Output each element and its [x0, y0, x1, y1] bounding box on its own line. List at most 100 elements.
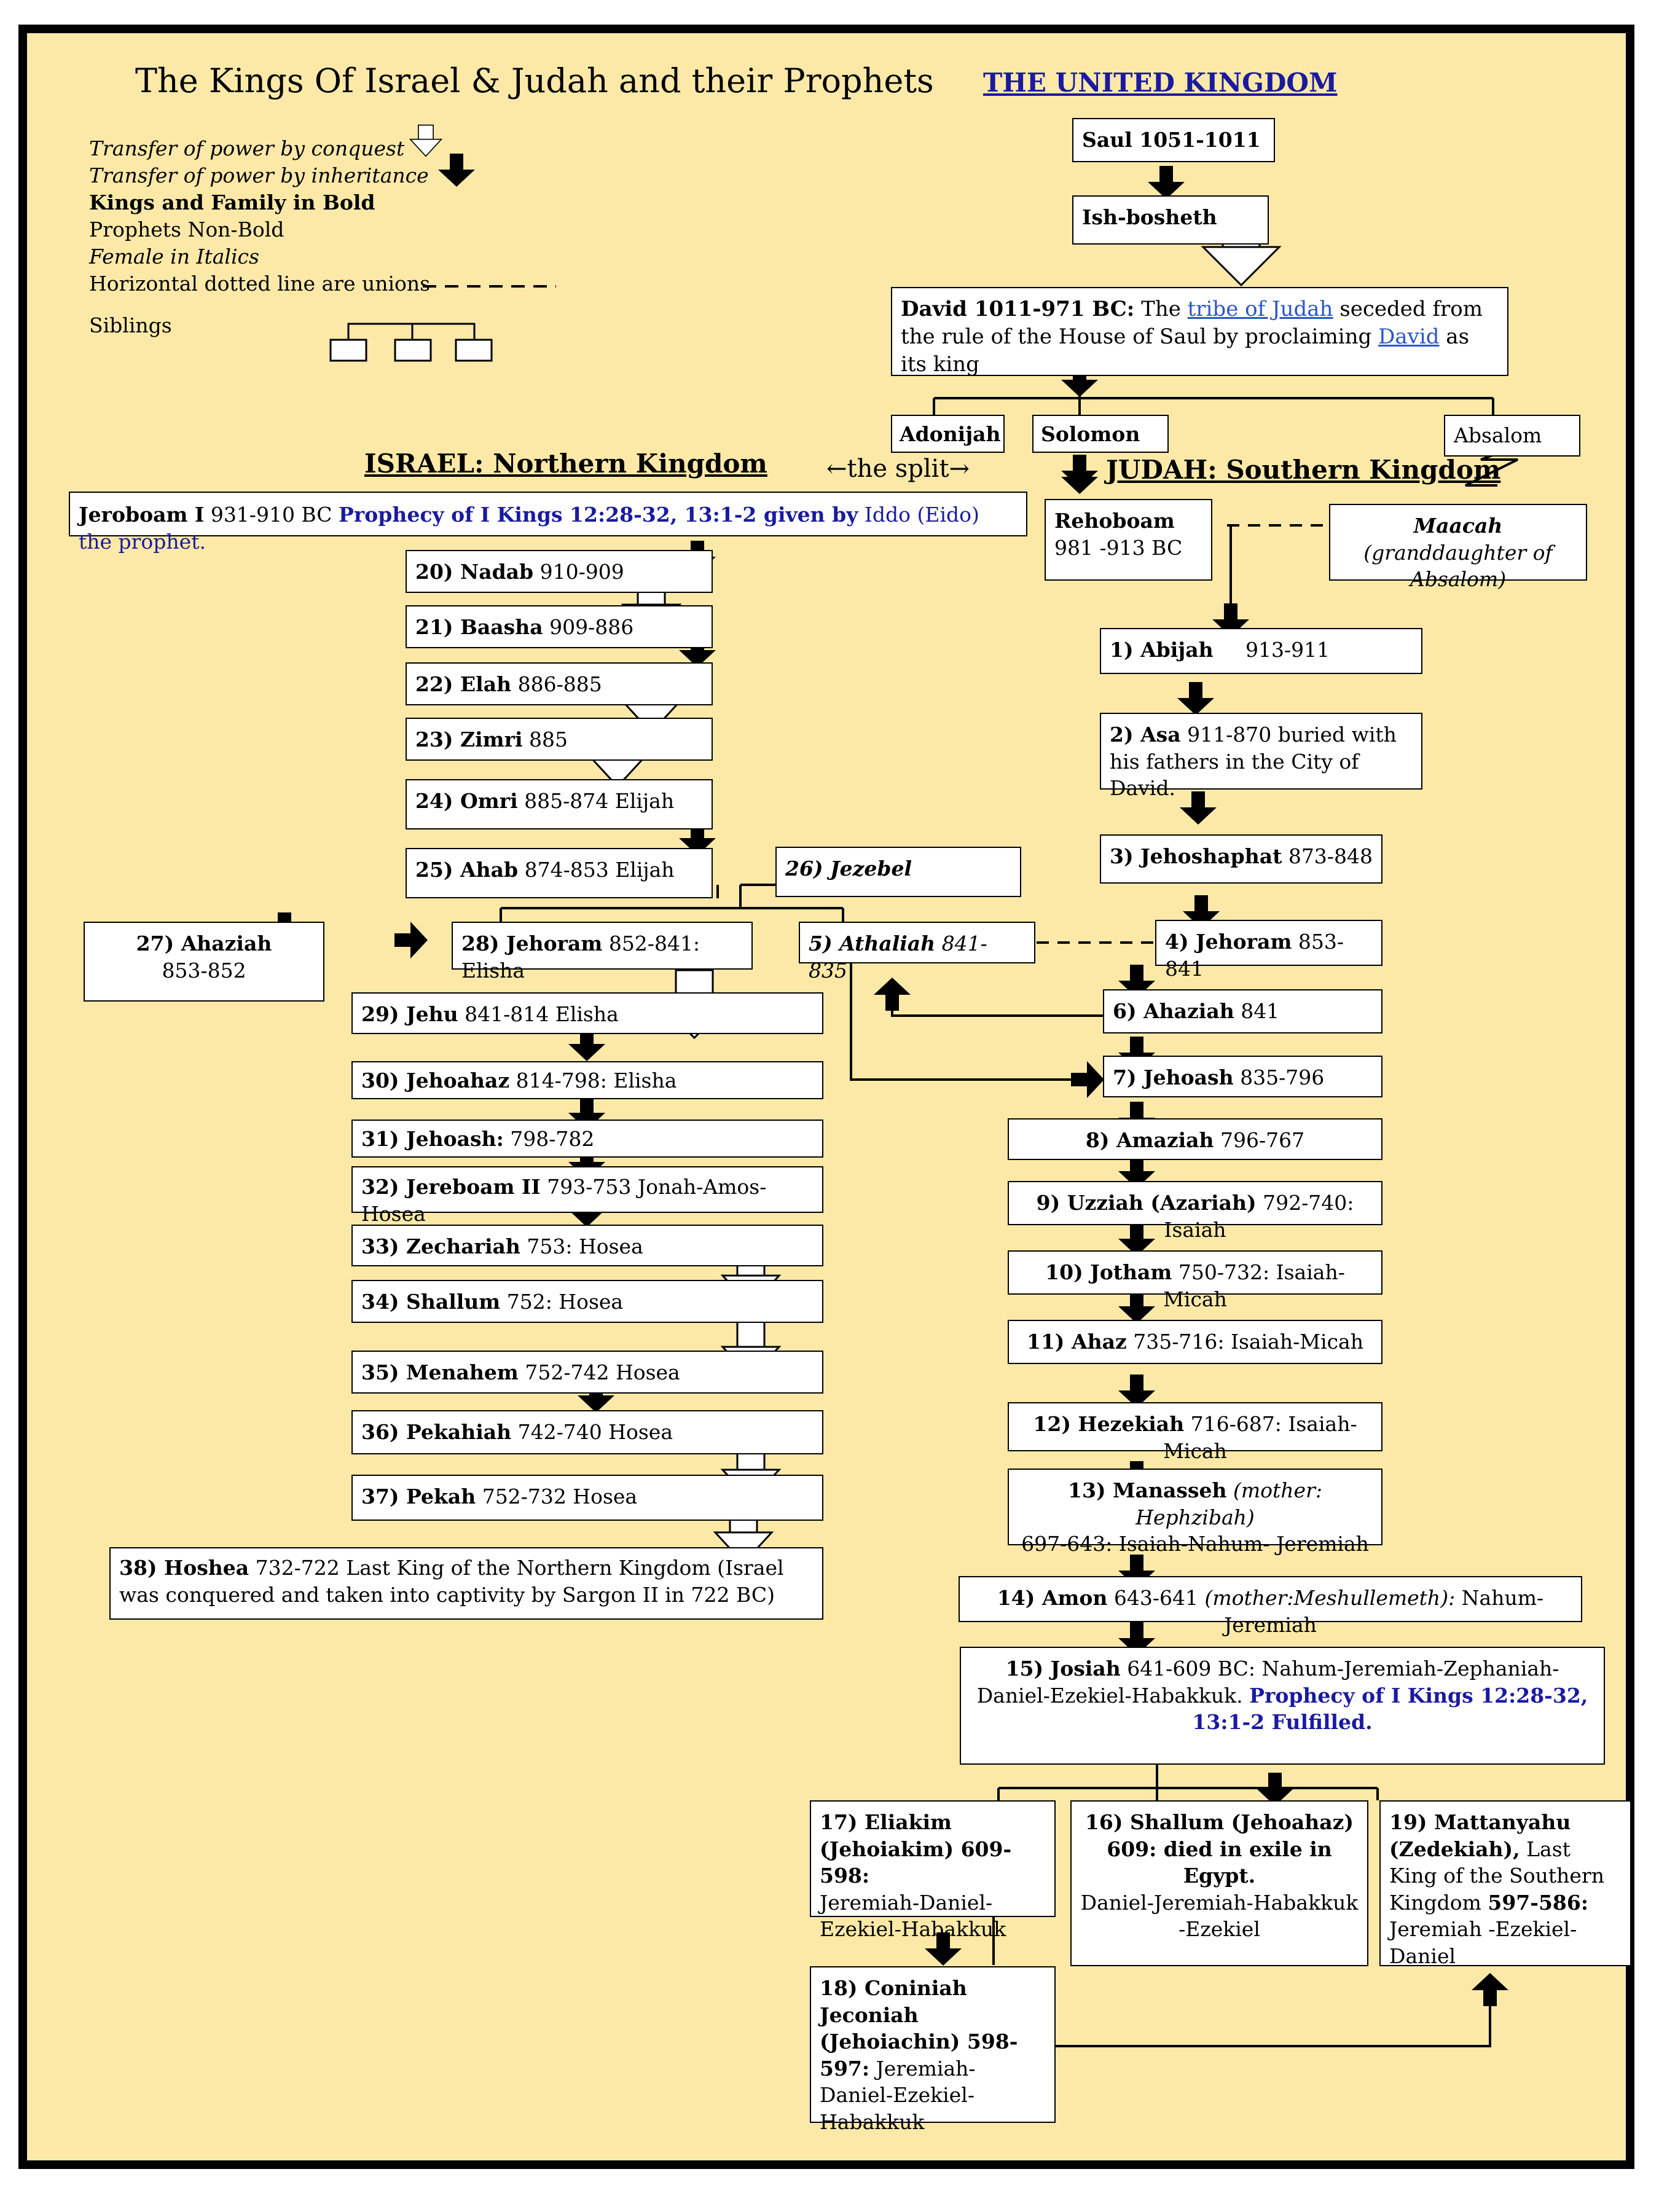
jotham-text: 750-732: Isaiah-Micah: [1163, 1260, 1345, 1311]
box-eliakim[interactable]: 17) Eliakim (Jehoiakim) 609-598:Jeremiah…: [810, 1800, 1056, 1941]
box-jezebel[interactable]: 26) Jezebel: [775, 847, 1021, 897]
box-jehoash-israel[interactable]: 31) Jehoash: 798-782: [351, 1120, 823, 1158]
box-zechariah[interactable]: 33) Zechariah 753: Hosea: [351, 1225, 823, 1266]
box-pekah[interactable]: 37) Pekah 752-732 Hosea: [351, 1475, 823, 1521]
nadab-name: 20) Nadab: [415, 560, 534, 584]
box-athaliah[interactable]: 5) Athaliah 841-835: [799, 922, 1035, 982]
david-text-2: seceded from the rule of the House of Sa…: [901, 297, 1483, 349]
box-david[interactable]: David 1011-971 BC: The tribe of Judah se…: [891, 287, 1508, 377]
legend: Transfer of power by conquest Transfer o…: [89, 135, 430, 339]
box-absalom[interactable]: Absalom: [1444, 415, 1580, 457]
shallum-judah-name: 16) Shallum (Jehoahaz) 609: died in exil…: [1084, 1810, 1354, 1888]
jeroboam-prophecy: Prophecy of I Kings 12:28-32, 13:1-2 giv…: [339, 503, 858, 527]
ahab-name: 25) Ahab: [415, 858, 519, 882]
box-asa[interactable]: 2) Asa 911-870 buried with his fathers i…: [1100, 713, 1422, 800]
box-jotham[interactable]: 10) Jotham 750-732: Isaiah-Micah: [1008, 1250, 1382, 1311]
asa-name: 2) Asa: [1110, 723, 1181, 747]
jehoram-judah-text: 853-841: [1165, 930, 1344, 981]
box-shallum-judah[interactable]: 16) Shallum (Jehoahaz) 609: died in exil…: [1070, 1800, 1368, 1966]
box-maacah[interactable]: Maacah (granddaughter of Absalom): [1329, 504, 1587, 591]
saul-name: Saul 1051-1011: [1082, 128, 1261, 152]
box-manasseh[interactable]: 13) Manasseh (mother: Hephzibah)697-643:…: [1008, 1469, 1382, 1556]
box-jehoash-judah[interactable]: 7) Jehoash 835-796: [1103, 1056, 1382, 1097]
box-jeroboam[interactable]: Jeroboam I 931-910 BC Prophecy of I King…: [69, 492, 1027, 554]
david-name: David 1011-971 BC:: [901, 297, 1135, 321]
jehoash-israel-name: 31) Jehoash:: [361, 1127, 504, 1151]
box-jereboam-ii[interactable]: 32) Jereboam II 793-753 Jonah-Amos-Hosea: [351, 1166, 823, 1226]
jezebel-name: 26) Jezebel: [785, 857, 912, 880]
pekahiah-name: 36) Pekahiah: [361, 1420, 512, 1444]
box-adonijah[interactable]: Adonijah: [891, 415, 1005, 453]
page-title: The Kings Of Israel & Judah and their Pr…: [135, 61, 934, 100]
hezekiah-text: 716-687: Isaiah-Micah: [1163, 1412, 1357, 1463]
david-text-3: as its king: [901, 324, 1470, 377]
box-coniniah[interactable]: 18) Coniniah Jeconiah (Jehoiachin) 598-5…: [810, 1966, 1056, 2134]
box-mattanyahu[interactable]: 19) Mattanyahu (Zedekiah), Last King of …: [1379, 1800, 1631, 1968]
box-elah[interactable]: 22) Elah 886-885: [406, 662, 713, 705]
david-text-1: The: [1134, 297, 1188, 321]
box-hoshea[interactable]: 38) Hoshea 732-722 Last King of the Nort…: [109, 1547, 823, 1620]
box-solomon[interactable]: Solomon: [1032, 415, 1169, 453]
mattanyahu-name: 19) Mattanyahu (Zedekiah),: [1389, 1810, 1571, 1861]
legend-unions: Horizontal dotted line are unions: [89, 272, 431, 296]
elah-name: 22) Elah: [415, 672, 512, 696]
tribe-of-judah-link[interactable]: tribe of Judah: [1187, 297, 1333, 321]
box-amon[interactable]: 14) Amon 643-641 (mother:Meshullemeth): …: [959, 1576, 1582, 1637]
omri-name: 24) Omri: [415, 789, 518, 813]
shallum-judah-text: Daniel-Jeremiah-Habakkuk -Ezekiel: [1080, 1890, 1359, 1942]
hoshea-name: 38) Hoshea: [119, 1556, 249, 1580]
box-jehoram-israel[interactable]: 28) Jehoram 852-841: Elisha: [452, 922, 753, 982]
coniniah-text: Jeremiah-Daniel-Ezekiel-Habakkuk: [820, 2056, 976, 2134]
ahab-text: 874-853 Elijah: [518, 858, 675, 882]
ahaziah-israel-name: 27) Ahaziah: [136, 931, 272, 955]
rehoboam-years: 981 -913 BC: [1054, 535, 1183, 560]
box-ishbosheth[interactable]: Ish-bosheth: [1072, 195, 1269, 245]
box-josiah[interactable]: 15) Josiah 641-609 BC: Nahum-Jeremiah-Ze…: [960, 1647, 1605, 1765]
josiah-name: 15) Josiah: [1005, 1657, 1121, 1681]
israel-heading: ISRAEL: Northern Kingdom: [364, 449, 767, 479]
ahaz-name: 11) Ahaz: [1026, 1330, 1127, 1354]
box-shallum-israel[interactable]: 34) Shallum 752: Hosea: [351, 1280, 823, 1323]
split-label: ←the split→: [826, 455, 970, 483]
box-jehoahaz-israel[interactable]: 30) Jehoahaz 814-798: Elisha: [351, 1061, 823, 1099]
shallum-israel-name: 34) Shallum: [361, 1290, 501, 1314]
box-ahaziah-judah[interactable]: 6) Ahaziah 841: [1103, 989, 1382, 1033]
box-nadab[interactable]: 20) Nadab 910-909: [406, 550, 713, 593]
box-jehoram-judah[interactable]: 4) Jehoram 853-841: [1155, 920, 1382, 981]
josiah-prophecy: Prophecy of I Kings 12:28-32, 13:1-2 Ful…: [1192, 1683, 1588, 1735]
box-uzziah[interactable]: 9) Uzziah (Azariah) 792-740: Isaiah: [1008, 1181, 1382, 1242]
box-ahaz[interactable]: 11) Ahaz 735-716: Isaiah-Micah: [1008, 1320, 1382, 1364]
jehoram-israel-name: 28) Jehoram: [461, 931, 603, 955]
ahaz-text: 735-716: Isaiah-Micah: [1126, 1330, 1363, 1354]
zimri-text: 885: [522, 728, 568, 751]
baasha-name: 21) Baasha: [415, 615, 543, 639]
jotham-name: 10) Jotham: [1045, 1260, 1172, 1284]
uzziah-name: 9) Uzziah (Azariah): [1036, 1191, 1257, 1215]
legend-siblings: Siblings: [89, 313, 172, 337]
box-ahab[interactable]: 25) Ahab 874-853 Elijah: [406, 848, 713, 898]
box-baasha[interactable]: 21) Baasha 909-886: [406, 605, 713, 648]
box-pekahiah[interactable]: 36) Pekahiah 742-740 Hosea: [351, 1410, 823, 1454]
amaziah-text: 796-767: [1214, 1128, 1305, 1152]
josiah-text: 641-609 BC: Nahum-Jeremiah-Zephaniah-Dan…: [976, 1657, 1559, 1708]
box-zimri[interactable]: 23) Zimri 885: [406, 718, 713, 761]
amaziah-name: 8) Amaziah: [1085, 1128, 1214, 1152]
box-amaziah[interactable]: 8) Amaziah 796-767: [1008, 1118, 1382, 1160]
legend-female: Female in Italics: [89, 245, 259, 269]
box-hezekiah[interactable]: 12) Hezekiah 716-687: Isaiah-Micah: [1008, 1402, 1382, 1463]
united-kingdom-heading[interactable]: THE UNITED KINGDOM: [983, 68, 1338, 98]
box-jehu[interactable]: 29) Jehu 841-814 Elisha: [351, 992, 823, 1034]
box-saul[interactable]: Saul 1051-1011: [1072, 118, 1275, 162]
box-rehoboam[interactable]: Rehoboam 981 -913 BC: [1045, 499, 1212, 581]
mattanyahu-years: 597-586:: [1488, 1890, 1589, 1915]
baasha-text: 909-886: [543, 615, 634, 639]
david-link[interactable]: David: [1378, 324, 1440, 349]
jehoahaz-israel-name: 30) Jehoahaz: [361, 1069, 510, 1092]
jeroboam-name: Jeroboam I: [79, 503, 205, 527]
box-menahem[interactable]: 35) Menahem 752-742 Hosea: [351, 1351, 823, 1394]
pekahiah-text: 742-740 Hosea: [511, 1420, 673, 1444]
box-omri[interactable]: 24) Omri 885-874 Elijah: [406, 779, 713, 830]
box-abijah[interactable]: 1) Abijah 913-911: [1100, 628, 1422, 674]
box-jehoshaphat[interactable]: 3) Jehoshaphat 873-848: [1100, 834, 1382, 884]
